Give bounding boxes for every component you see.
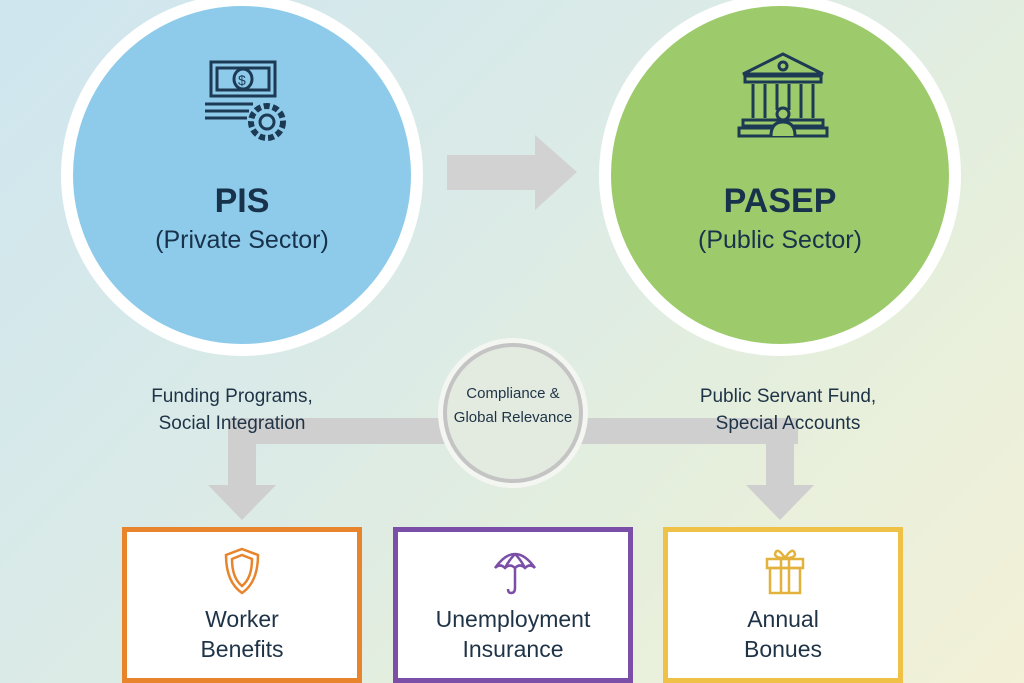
right-label: Public Servant Fund, Special Accounts <box>668 383 908 437</box>
shield-icon <box>224 547 260 595</box>
box-line2: Insurance <box>462 636 564 662</box>
pasep-circle: PASEP (Public Sector) <box>599 0 961 356</box>
pasep-title: PASEP <box>723 182 837 220</box>
right-label-line2: Special Accounts <box>715 413 861 434</box>
svg-text:$: $ <box>238 72 246 88</box>
umbrella-icon <box>493 552 537 595</box>
right-label-line1: Public Servant Fund, <box>699 386 877 407</box>
money-gear-icon: $ <box>205 60 286 141</box>
arrow-down-right <box>746 418 814 520</box>
center-label: Compliance & Global Relevance <box>443 382 583 430</box>
pis-subtitle: (Private Sector) <box>155 226 329 254</box>
left-label-line2: Social Integration <box>158 413 306 434</box>
arrow-down-left <box>208 418 276 520</box>
bank-building-icon <box>737 52 829 138</box>
arrow-pis-to-pasep <box>447 135 577 210</box>
gift-icon <box>765 549 805 595</box>
left-label: Funding Programs, Social Integration <box>112 383 352 437</box>
center-label-line1: Compliance & <box>466 385 560 402</box>
box-line2: Benefits <box>200 636 284 662</box>
center-label-line2: Global Relevance <box>453 409 573 426</box>
box-line1: Annual <box>747 606 819 632</box>
left-label-line1: Funding Programs, <box>151 386 313 407</box>
pis-circle: $ PIS (Private Sector) <box>61 0 423 356</box>
pasep-subtitle: (Public Sector) <box>698 226 862 254</box>
pis-title: PIS <box>214 182 270 220</box>
box-line1: Worker <box>205 606 279 632</box>
box-line1: Unemployment <box>435 606 591 632</box>
box-line2: Bonues <box>743 636 822 662</box>
